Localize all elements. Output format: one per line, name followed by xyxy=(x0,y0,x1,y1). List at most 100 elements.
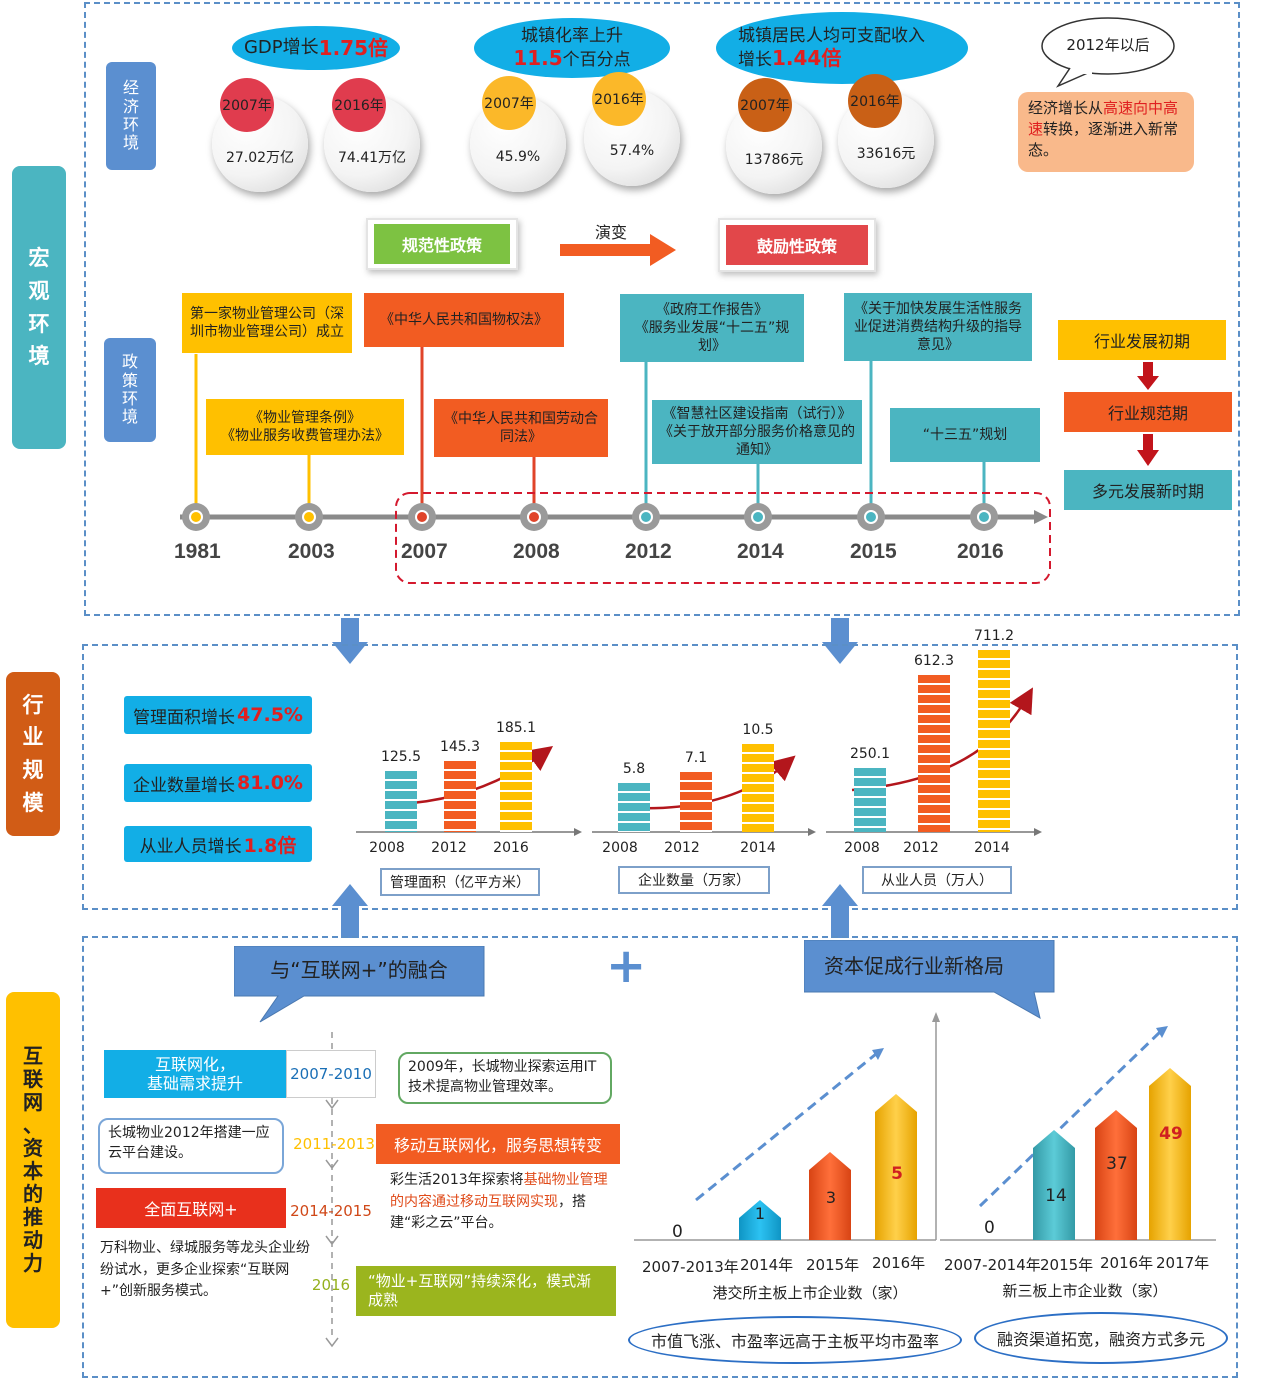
evolve-label: 演变 xyxy=(594,223,627,242)
stage-regulated: 行业规范期 xyxy=(1064,392,1232,432)
urbanization-ellipse: 城镇化率上升 11.5个百分点 xyxy=(474,18,670,78)
staff-cat-2012: 2012 xyxy=(903,840,939,856)
phase1-label: 互联网化， 基础需求提升 xyxy=(104,1050,286,1098)
stage-initial: 行业发展初期 xyxy=(1058,320,1226,360)
hk-value-2014: 1 xyxy=(754,1204,766,1223)
staff-cat-2014: 2014 xyxy=(974,840,1010,856)
neeq-cat-2014: 2007-2014年 xyxy=(944,1256,1041,1274)
gdp-2016-value: 74.41万亿 xyxy=(337,150,407,166)
timeline-node-2015 xyxy=(857,503,885,531)
policy-2012-box: 《政府工作报告》 《服务业发展“十二五”规划》 xyxy=(620,294,804,362)
neeq-cat-2017: 2017年 xyxy=(1156,1254,1210,1272)
timeline-year-2003: 2003 xyxy=(288,540,335,563)
new-normal-note: 经济增长从高速向中高速转换，逐渐进入新常态。 xyxy=(1018,92,1194,172)
policy-2015-box: 《关于加快发展生活性服务业促进消费结构升级的指导意见》 xyxy=(844,293,1032,361)
internet-title: 与“互联网+”的融合 xyxy=(270,958,448,982)
urban-2016-value: 57.4% xyxy=(609,143,655,159)
policy-environment-label: 政 策 环 境 xyxy=(104,338,156,442)
neeq-cat-2016: 2016年 xyxy=(1100,1254,1154,1272)
area-bar-2016 xyxy=(500,742,532,832)
neeq-bar-2017 xyxy=(1149,1068,1191,1240)
policy-2007-box: 《中华人民共和国物权法》 xyxy=(364,293,564,347)
phase3-label: 全面互联网+ xyxy=(96,1188,286,1228)
hk-bar-2014 xyxy=(739,1200,781,1240)
company-cat-2014: 2014 xyxy=(740,840,776,856)
area-value-2012: 145.3 xyxy=(439,739,481,755)
policy-2003-box: 《物业管理条例》 《物业服务收费管理办法》 xyxy=(206,399,404,455)
policy-2008-box: 《中华人民共和国劳动合同法》 xyxy=(434,399,608,457)
area-caption: 管理面积（亿平方米） xyxy=(380,868,540,896)
phase4-period: 2016 xyxy=(311,1276,351,1294)
area-cat-2016: 2016 xyxy=(493,840,529,856)
phase4-label: “物业+互联网”持续深化，模式渐成熟 xyxy=(356,1266,616,1316)
sidebar-industry-scale: 行 业 规 模 xyxy=(6,672,60,836)
phase2-period: 2011-2013 xyxy=(293,1135,375,1153)
neeq-value-2014: 0 xyxy=(984,1218,995,1238)
internet-title-callout xyxy=(234,946,485,1023)
hk-value-2015: 3 xyxy=(825,1188,837,1207)
staff-bar-2008 xyxy=(854,768,886,832)
company-cat-2012: 2012 xyxy=(664,840,700,856)
up-arrow-icon-left xyxy=(332,884,368,938)
timeline-node-2008 xyxy=(520,503,548,531)
hk-value-2016: 5 xyxy=(891,1164,903,1184)
hk-caption: 港交所主板上市企业数（家） xyxy=(712,1284,908,1302)
income-ellipse: 城镇居民人均可支配收入 增长1.44倍 xyxy=(716,12,968,84)
neeq-cat-2015: 2015年 xyxy=(1040,1256,1094,1274)
hk-cat-2013: 2007-2013年 xyxy=(642,1258,739,1276)
timeline-node-1981 xyxy=(182,503,210,531)
area-value-2008: 125.5 xyxy=(380,749,422,765)
hk-cat-2015: 2015年 xyxy=(806,1256,860,1274)
since-2012-speech-bubble xyxy=(1041,17,1175,88)
timeline-year-2007: 2007 xyxy=(401,540,448,563)
normative-policy-label: 规范性政策 xyxy=(374,224,510,264)
policy-2016-box: “十三五”规划 xyxy=(890,408,1040,462)
urban-2007-value: 45.9% xyxy=(495,149,541,165)
hk-bar-2015 xyxy=(809,1152,851,1240)
internet-section xyxy=(82,936,1238,1378)
industry-section xyxy=(82,644,1238,910)
timeline-year-2008: 2008 xyxy=(513,540,560,563)
company-value-2014: 10.5 xyxy=(742,722,774,738)
area-cat-2008: 2008 xyxy=(369,840,405,856)
hk-cat-2016: 2016年 xyxy=(872,1254,926,1272)
staff-value-2012: 612.3 xyxy=(913,653,955,669)
plus-icon: + xyxy=(606,938,647,994)
encouraging-policy-label: 鼓励性政策 xyxy=(726,225,868,265)
area-value-2016: 185.1 xyxy=(495,720,537,736)
economic-environment-label: 经 济 环 境 xyxy=(106,62,156,170)
timeline-year-2016: 2016 xyxy=(957,540,1004,563)
since-2012-text: 2012年以后 xyxy=(1066,36,1150,54)
timeline-year-2012: 2012 xyxy=(625,540,672,563)
hk-cat-2014: 2014年 xyxy=(740,1256,794,1274)
company-bar-2008 xyxy=(618,783,650,832)
macro-section xyxy=(84,2,1240,616)
phase1-note: 2009年，长城物业探索运用IT技术提高物业管理效率。 xyxy=(398,1052,612,1104)
down-arrow-icon-right xyxy=(822,618,858,664)
company-bar-2012 xyxy=(680,772,712,832)
sidebar-internet-capital: 互 联 网 、 资 本 的 推 动 力 xyxy=(6,992,60,1328)
timeline-node-2012 xyxy=(632,503,660,531)
neeq-value-2017: 49 xyxy=(1159,1124,1183,1144)
phase4-note: 万科物业、绿城服务等龙头企业纷纷试水，更多企业探索“互联网+”创新服务模式。 xyxy=(100,1240,310,1300)
financing-oval: 融资渠道拓宽，融资方式多元 xyxy=(974,1312,1228,1364)
staff-value-2014: 711.2 xyxy=(973,628,1015,644)
income-2016-year: 2016年 xyxy=(848,74,902,128)
hk-bar-2016 xyxy=(875,1094,917,1240)
gdp-2007-year: 2007年 xyxy=(220,78,274,132)
stage-arrows xyxy=(1137,362,1159,466)
capital-title-callout xyxy=(804,940,1055,1019)
up-arrow-icon-right xyxy=(822,884,858,938)
neeq-bar-2016 xyxy=(1095,1110,1137,1240)
neeq-value-2016: 37 xyxy=(1106,1154,1128,1174)
phase2-label: 移动互联网化，服务思想转变 xyxy=(376,1124,620,1164)
urban-2016-year: 2016年 xyxy=(592,72,646,126)
hk-value-2013: 0 xyxy=(672,1222,683,1242)
timeline-year-2014: 2014 xyxy=(737,540,784,563)
area-bar-2012 xyxy=(444,761,476,832)
stage-diversified: 多元发展新时期 xyxy=(1064,470,1232,510)
neeq-value-2015: 14 xyxy=(1045,1186,1067,1206)
